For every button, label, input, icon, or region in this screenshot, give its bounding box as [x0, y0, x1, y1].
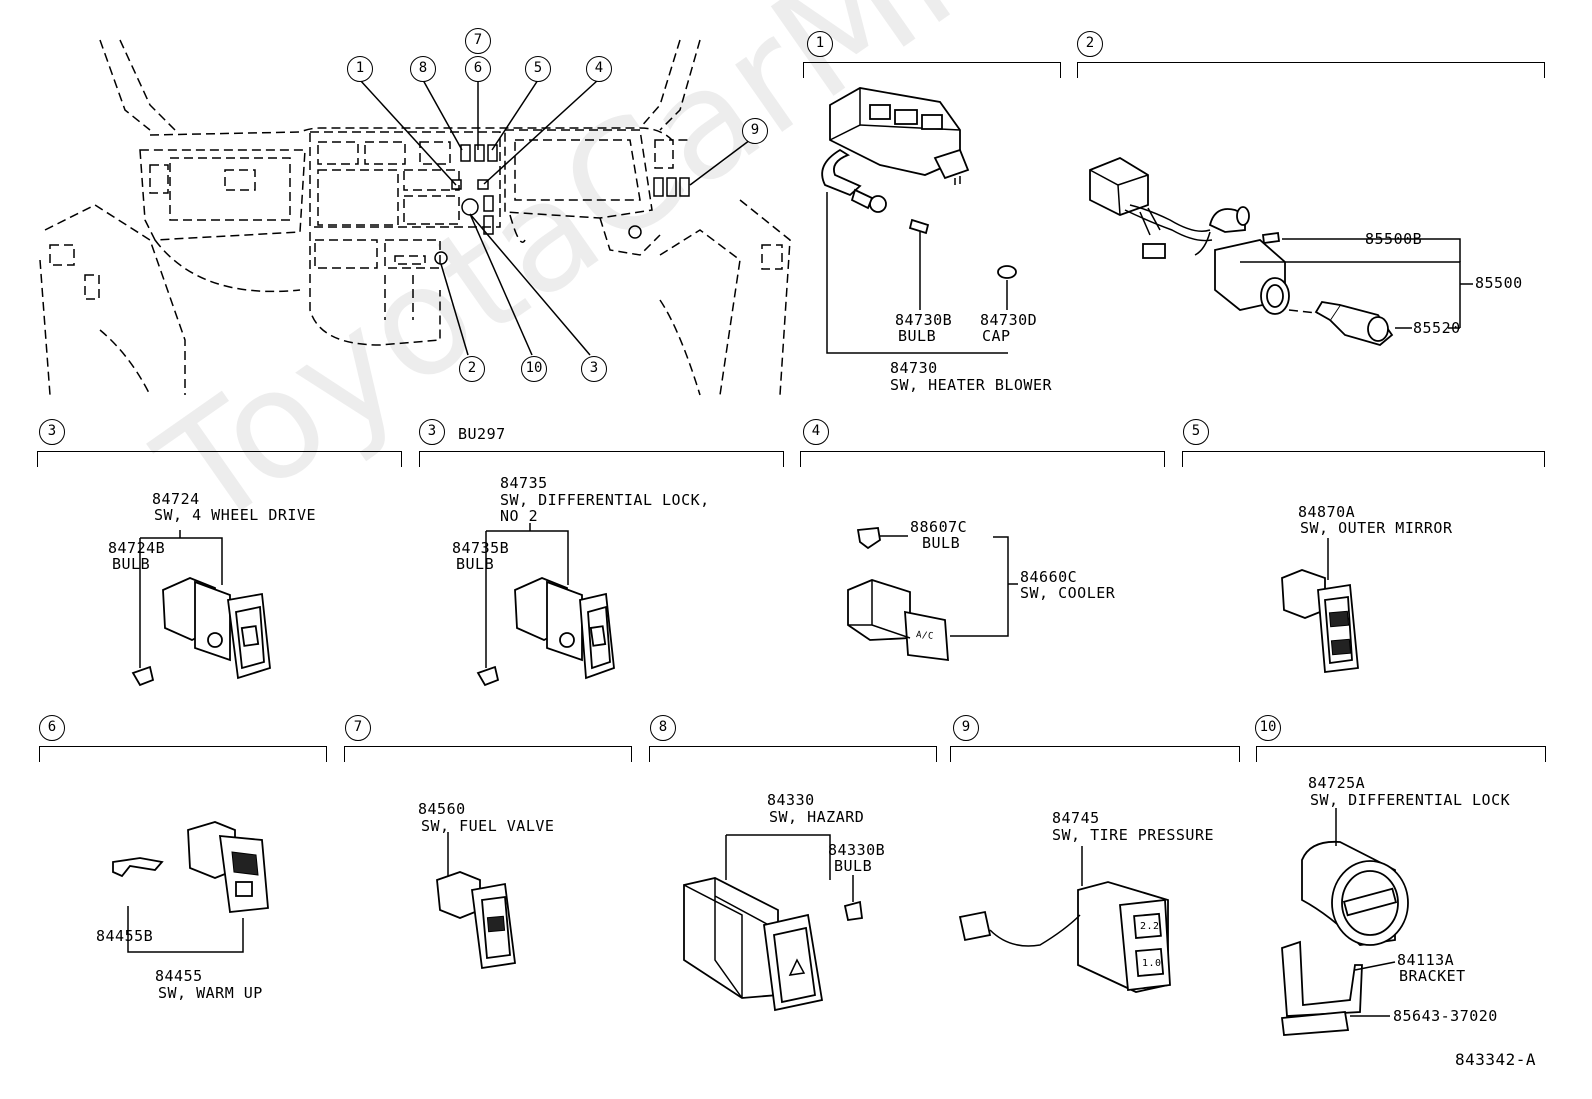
section-7-bracket: [344, 746, 632, 762]
part-84330B-code: 84330B: [828, 841, 886, 859]
part-84730D-name: CAP: [982, 327, 1011, 345]
part-84330-name: SW, HAZARD: [769, 808, 865, 826]
overview-callout-2: 2: [459, 356, 485, 382]
overview-callout-10: 10: [521, 356, 547, 382]
section-6-number: 6: [39, 715, 65, 741]
overview-callout-4: 4: [586, 56, 612, 82]
section-5-number: 5: [1183, 419, 1209, 445]
part-84455-name: SW, WARM UP: [158, 984, 263, 1002]
part-84724B-code: 84724B: [108, 539, 166, 557]
part-84745-name: SW, TIRE PRESSURE: [1052, 826, 1215, 844]
dashboard-overview-drawing: [39, 39, 791, 396]
part-88607C-name: BULB: [922, 534, 961, 552]
section-3-note: BU297: [458, 425, 506, 443]
differential-lock-no2-switch-drawing: [476, 523, 615, 687]
part-88607C-code: 88607C: [910, 518, 968, 536]
part-84730B-code: 84730B: [895, 311, 953, 329]
section-8-bracket: [649, 746, 937, 762]
section-6-bracket: [39, 746, 327, 762]
section-4-number: 4: [803, 419, 829, 445]
part-84724B-name: BULB: [112, 555, 151, 573]
section-7-number: 7: [345, 715, 371, 741]
section-3-number: 3: [39, 419, 65, 445]
part-84870A-name: SW, OUTER MIRROR: [1300, 519, 1453, 537]
part-84870A-code: 84870A: [1298, 503, 1356, 521]
part-84560-name: SW, FUEL VALVE: [421, 817, 555, 835]
section-9-number: 9: [953, 715, 979, 741]
overview-callout-7: 7: [465, 28, 491, 54]
part-84735B-name: BULB: [456, 555, 495, 573]
part-84730B-name: BULB: [898, 327, 937, 345]
part-84455-code: 84455: [155, 967, 203, 985]
section-10-bracket: [1256, 746, 1546, 762]
section-1-number: 1: [807, 31, 833, 57]
part-85500-code: 85500: [1475, 274, 1523, 292]
part-84560-code: 84560: [418, 800, 466, 818]
part-84730D-code: 84730D: [980, 311, 1038, 329]
heater-blower-switch-drawing: [821, 87, 1017, 354]
part-84735-name-line2: NO 2: [500, 507, 539, 525]
part-84725A-name: SW, DIFFERENTIAL LOCK: [1310, 791, 1511, 809]
part-84660C-name: SW, COOLER: [1020, 584, 1116, 602]
part-84735-code: 84735: [500, 474, 548, 492]
section-4-bracket: [800, 451, 1165, 467]
section-3-bu297-number: 3: [419, 419, 445, 445]
part-84724-name: SW, 4 WHEEL DRIVE: [154, 506, 317, 524]
part-84455B-code: 84455B: [96, 927, 154, 945]
section-5-bracket: [1182, 451, 1545, 467]
overview-callout-8: 8: [410, 56, 436, 82]
section-9-bracket: [950, 746, 1240, 762]
section-3-bracket: [37, 451, 402, 467]
part-85520-code: 85520: [1413, 319, 1461, 337]
overview-callout-3: 3: [581, 356, 607, 382]
section-1-bracket: [803, 62, 1061, 78]
tire-pressure-face-text-high: 2.2: [1140, 921, 1160, 932]
outer-mirror-switch-drawing: [1281, 538, 1359, 674]
overview-callout-6: 6: [465, 56, 491, 82]
warm-up-switch-drawing: [112, 821, 269, 953]
part-84330B-name: BULB: [834, 857, 873, 875]
cooler-switch-face-text: A/C: [915, 630, 935, 642]
cooler-switch-drawing: [847, 527, 1018, 662]
part-84725A-code: 84725A: [1308, 774, 1366, 792]
section-10-number: 10: [1255, 715, 1281, 741]
part-84735B-code: 84735B: [452, 539, 510, 557]
part-84730-name: SW, HEATER BLOWER: [890, 376, 1053, 394]
tire-pressure-face-text-low: 1.0: [1142, 958, 1162, 969]
part-84660C-code: 84660C: [1020, 568, 1078, 586]
section-3-bu297-bracket: [419, 451, 784, 467]
section-8-number: 8: [650, 715, 676, 741]
fuel-valve-switch-drawing: [436, 832, 517, 970]
overview-callout-9: 9: [742, 118, 768, 144]
part-84330-code: 84330: [767, 791, 815, 809]
tire-pressure-switch-drawing: [958, 846, 1171, 993]
overview-callout-1: 1: [347, 56, 373, 82]
part-84113A-name: BRACKET: [1399, 967, 1466, 985]
differential-lock-switch-drawing: [1280, 808, 1409, 1036]
overview-callout-5: 5: [525, 56, 551, 82]
part-85500B-code: 85500B: [1365, 230, 1423, 248]
part-85643-37020-code: 85643-37020: [1393, 1007, 1498, 1025]
part-84730-code: 84730: [890, 359, 938, 377]
four-wheel-drive-switch-drawing: [131, 530, 271, 687]
hazard-switch-drawing: [683, 834, 864, 1012]
part-84724-code: 84724: [152, 490, 200, 508]
drawing-id: 843342-A: [1455, 1050, 1537, 1069]
part-84745-code: 84745: [1052, 809, 1100, 827]
part-84735-name: SW, DIFFERENTIAL LOCK,: [500, 491, 710, 509]
section-2-number: 2: [1077, 31, 1103, 57]
section-2-bracket: [1077, 62, 1545, 78]
lighter-drawing: [1089, 156, 1473, 346]
part-84113A-code: 84113A: [1397, 951, 1455, 969]
